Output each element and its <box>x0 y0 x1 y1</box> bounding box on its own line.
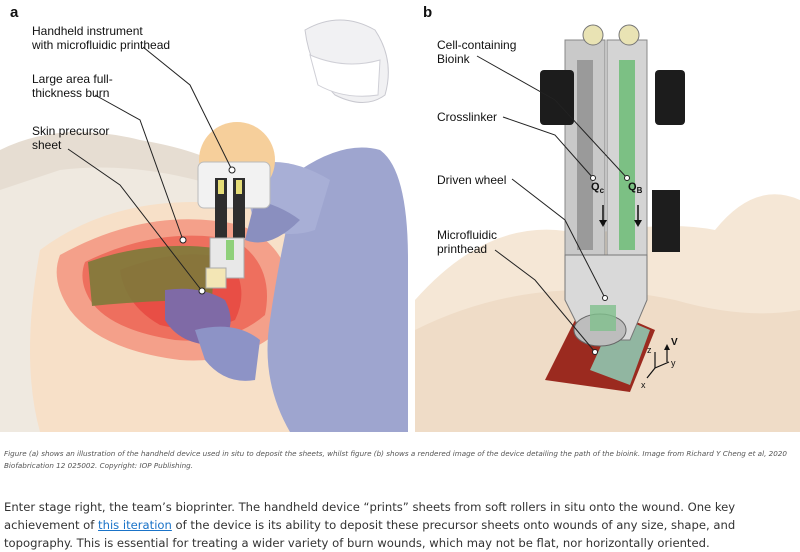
this-iteration-link[interactable]: this iteration <box>98 518 172 532</box>
label-skin-precursor-sheet: Skin precursor sheet <box>32 124 110 152</box>
label-crosslinker: Crosslinker <box>437 110 498 124</box>
panel-b-letter: b <box>423 4 433 21</box>
label-cell-containing-bioink: Cell-containing Bioink <box>437 38 517 66</box>
label-qc: Qc <box>591 181 605 196</box>
figure-panel-a: a Handheld instrument with microfluidic … <box>0 0 408 432</box>
illustration-handheld-device <box>0 0 408 432</box>
label-qb: QB <box>628 181 643 196</box>
paragraph-text-end: of the device is its ability to deposit … <box>4 518 736 550</box>
label-microfluidic-printhead: Microfluidic printhead <box>437 228 498 256</box>
label-handheld-instrument: Handheld instrument with microfluidic pr… <box>32 24 171 52</box>
rendered-device-image <box>415 0 800 432</box>
label-driven-wheel: Driven wheel <box>437 173 507 187</box>
axis-z-label: z <box>647 345 652 355</box>
axis-y-label: y <box>671 358 676 368</box>
figure-caption: Figure (a) shows an illustration of the … <box>4 449 787 470</box>
paragraph-text-start: Enter stage right, the team’s bioprinter… <box>4 500 736 532</box>
label-large-area-burn: Large area full- thickness burn <box>32 72 113 100</box>
panel-a-letter: a <box>10 4 19 21</box>
axis-v-label: V <box>671 337 678 348</box>
figure-panel-b: b Cell-containing Bioink Crosslinker Dri… <box>415 0 800 432</box>
axis-x-label: x <box>641 380 646 390</box>
article-paragraph: Enter stage right, the team’s bioprinter… <box>4 498 798 552</box>
